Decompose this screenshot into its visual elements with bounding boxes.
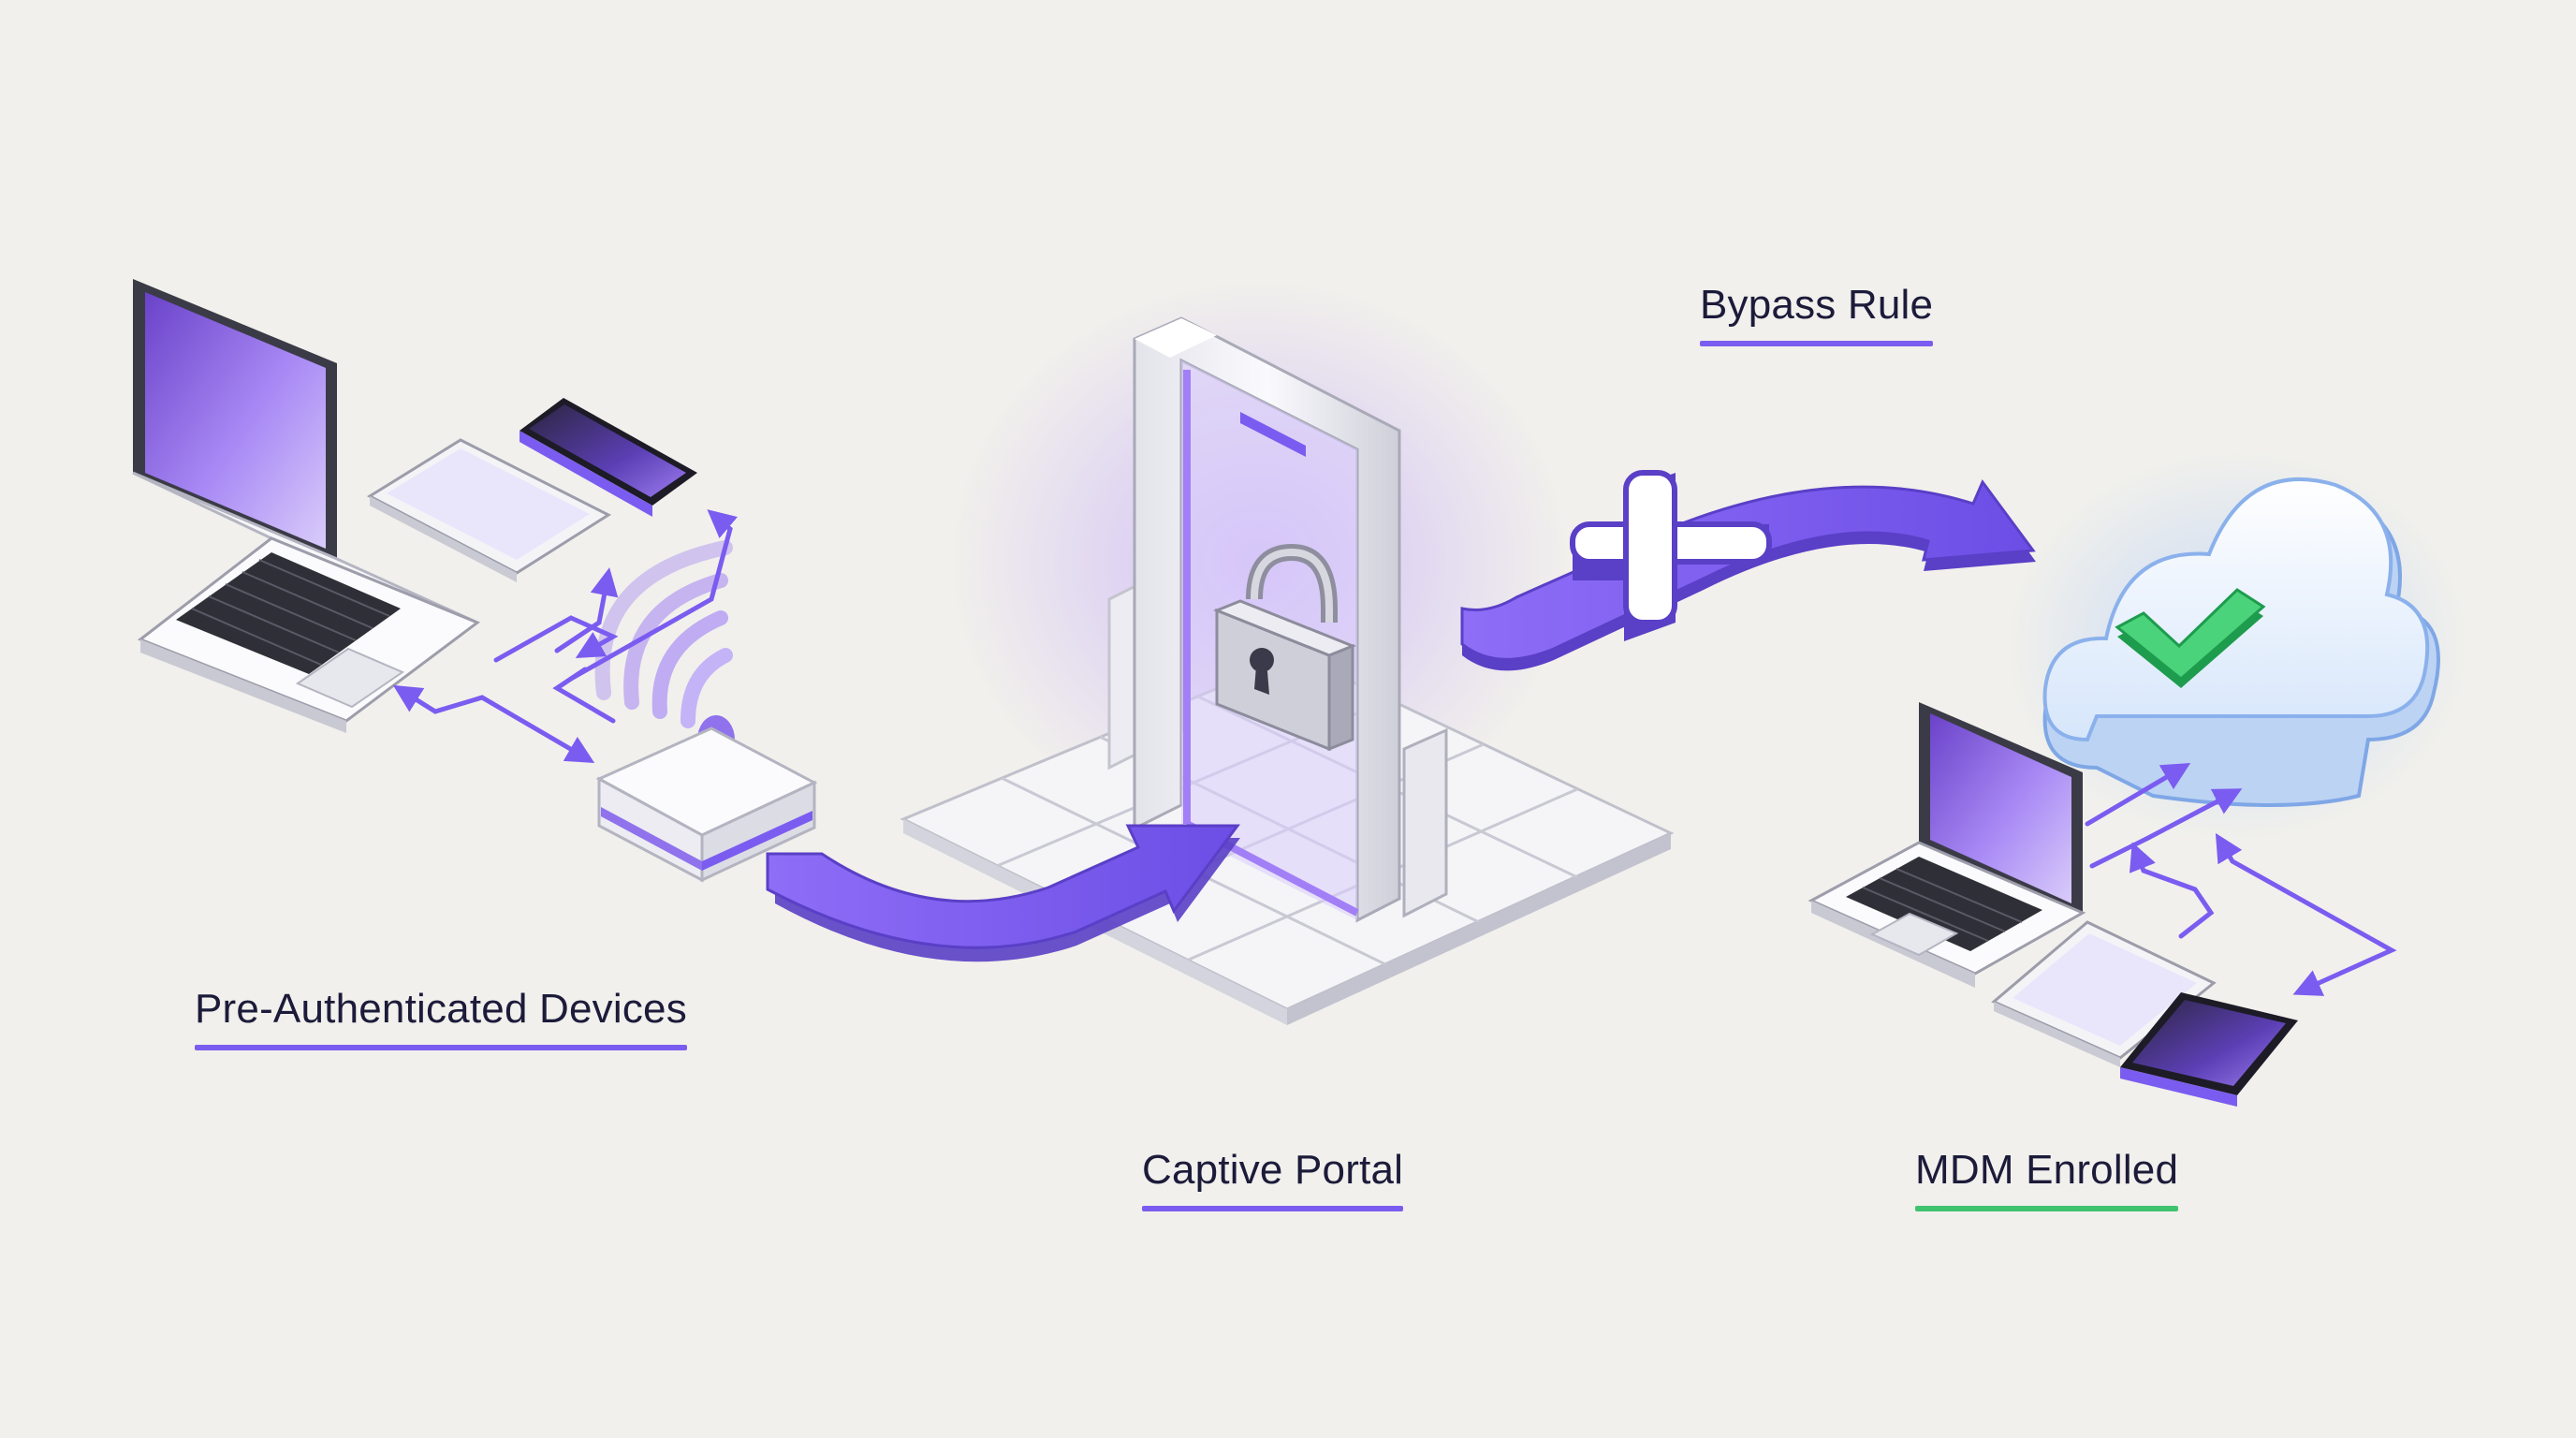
arrow-to-portal: [766, 824, 1240, 962]
smartphone-icon: [520, 398, 697, 517]
mdm-enrolled-label: MDM Enrolled: [1915, 1144, 2179, 1211]
plus-icon: [1570, 470, 1772, 641]
bypass-rule-text: Bypass Rule: [1700, 282, 1934, 328]
label-underline: [1142, 1206, 1404, 1211]
label-underline: [195, 1045, 687, 1050]
captive-portal-group: [900, 281, 1675, 1025]
device-connections: [392, 509, 739, 764]
captive-portal-label: Captive Portal: [1142, 1144, 1404, 1211]
label-underline: [1915, 1206, 2179, 1211]
label-underline: [1700, 341, 1934, 346]
bypass-rule-label: Bypass Rule: [1700, 279, 1934, 346]
mdm-connections: [2085, 762, 2397, 996]
padlock-icon: [1212, 543, 1357, 752]
laptop-icon: [132, 279, 481, 733]
tablet-icon: [366, 438, 612, 582]
pre-authenticated-devices-label: Pre-Authenticated Devices: [195, 983, 687, 1050]
mdm-enrolled-text: MDM Enrolled: [1915, 1147, 2179, 1193]
pre-authenticated-devices-group: [132, 279, 818, 883]
mdm-enrolled-group: [1808, 449, 2471, 1107]
checkmark-icon: [2115, 588, 2266, 688]
wifi-router-icon: [595, 726, 818, 883]
pre-authenticated-devices-text: Pre-Authenticated Devices: [195, 986, 687, 1032]
smartphone-icon: [2120, 992, 2298, 1107]
laptop-icon: [1808, 702, 2086, 988]
captive-portal-text: Captive Portal: [1142, 1147, 1404, 1193]
